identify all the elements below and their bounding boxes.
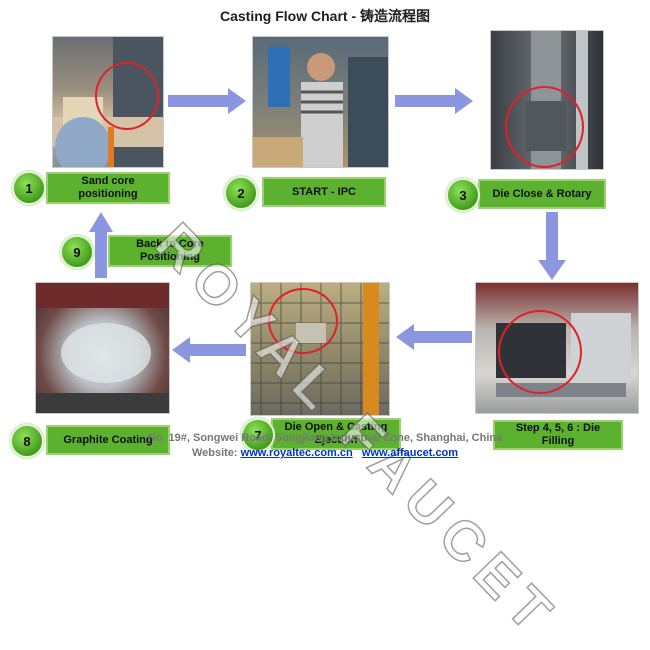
highlight-circle-1 (95, 62, 159, 130)
arrow-1-to-2 (168, 88, 246, 114)
photo-graphite (35, 282, 170, 414)
arrow-2-to-3 (395, 88, 473, 114)
link-royaltec[interactable]: www.royaltec.com.cn (240, 447, 353, 459)
arrow-4-to-7 (396, 324, 472, 350)
step-9-label: Back to Core Positioning (108, 235, 232, 267)
footer-website-line: Website: www.royaltec.com.cn www.affauce… (0, 447, 650, 459)
step-3-badge: 3 (446, 178, 480, 212)
highlight-circle-7 (268, 288, 338, 354)
photo-graphite-art (36, 283, 169, 413)
page-title: Casting Flow Chart - 铸造流程图 (220, 8, 430, 24)
footer-address: No. 19#, Songwei Road, Songjiang Industr… (147, 432, 503, 444)
step-8-badge: 8 (10, 424, 44, 458)
arrow-7-to-8 (172, 337, 246, 363)
step-8-label: Graphite Coating (46, 425, 170, 455)
photo-start-ipc (252, 36, 389, 168)
highlight-circle-3 (505, 86, 584, 168)
photo-start-ipc-art (253, 47, 388, 167)
highlight-circle-456 (498, 310, 582, 394)
footer-website-prefix: Website: (191, 447, 238, 459)
arrow-3-to-4 (538, 212, 566, 280)
step-2-label: START - IPC (262, 177, 386, 207)
step-7-badge: 7 (241, 418, 275, 452)
step-456-label: Step 4, 5, 6 : Die Filling (493, 420, 623, 450)
step-7-label: Die Open & Casting Ejection (271, 418, 401, 450)
step-1-label: Sand core positioning (46, 172, 170, 204)
step-1-badge: 1 (12, 171, 46, 205)
step-9-badge: 9 (60, 235, 94, 269)
arrow-9-up (89, 212, 113, 278)
link-affaucet[interactable]: www.affaucet.com (361, 447, 459, 459)
step-3-label: Die Close & Rotary (478, 179, 606, 209)
step-2-badge: 2 (224, 176, 258, 210)
